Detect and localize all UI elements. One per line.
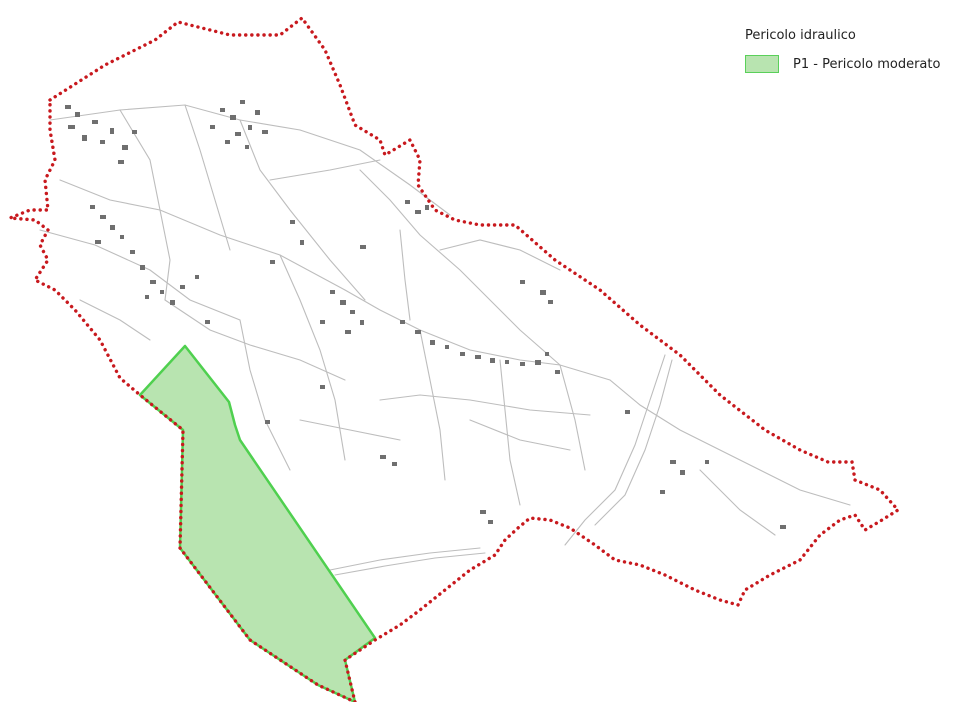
legend: Pericolo idraulico P1 - Pericolo moderat…	[745, 28, 950, 73]
legend-title: Pericolo idraulico	[745, 28, 856, 43]
municipal-boundary	[8, 16, 900, 702]
road-network	[39, 104, 851, 576]
legend-label-p1: P1 - Pericolo moderato	[793, 56, 941, 72]
hazard-area-p1[interactable]	[138, 344, 377, 702]
legend-item-p1[interactable]: P1 - Pericolo moderato	[745, 55, 950, 73]
building-clusters	[65, 100, 786, 529]
legend-swatch-p1	[745, 55, 779, 73]
